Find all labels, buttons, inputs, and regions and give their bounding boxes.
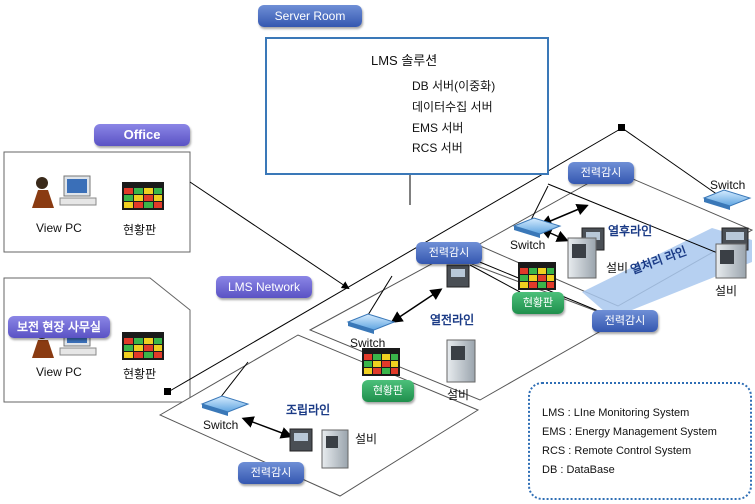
lms-solution-title: LMS 솔루션 [371,53,438,68]
post-heat-status-board-badge: 현황판 [512,292,564,314]
legend: LMS : LIne Monitoring System EMS : Energ… [528,382,752,500]
server-label-ems: EMS 서버 [412,121,464,135]
legend-item-lms: LMS : LIne Monitoring System [542,407,690,419]
server-room-title: Server Room [258,5,362,27]
post-heat-equipment-label: 설비 [606,261,629,275]
machine-pre-heat-icon [446,339,476,383]
arrow-pre-heat [390,288,443,323]
arrow-post-heat-eq [539,227,569,242]
pre-heat-power-monitor-badge: 전력감시 [416,242,482,264]
branch-assembly [219,361,249,399]
switch-assembly-icon [200,395,250,416]
assembly-equipment-label: 설비 [355,432,378,446]
post-heat-status-board-icon [518,262,556,290]
office-status-board-icon [122,182,164,210]
arrow-assembly [241,416,293,439]
post-heat-power-monitor-badge: 전력감시 [568,162,634,184]
machine-heat-treat-icon [715,243,747,279]
switch-heat-treat-icon [702,189,752,210]
site-view-pc-label: View PC [36,365,82,379]
office-pc-icon [59,175,97,206]
site-status-board-icon [122,332,164,360]
office-link [189,181,350,290]
post-heat-switch-label: Switch [510,238,546,252]
assembly-power-monitor-badge: 전력감시 [238,462,304,484]
machine-assembly-icon [321,429,349,469]
office-zone [3,151,191,253]
pre-heat-switch-label: Switch [350,336,386,350]
switch-post-heat-icon [512,217,562,238]
arrow-post-heat [539,203,589,227]
backbone-end-right [618,124,625,131]
heat-treat-band [582,228,752,318]
legend-item-rcs: RCS : Remote Control System [542,445,692,457]
office-person-icon [32,177,54,208]
site-office-zone [3,277,191,403]
branch-to-heat-switch [621,127,719,196]
office-title: Office [94,124,190,146]
heat-treat-power-monitor-badge: 전력감시 [592,310,658,332]
assembly-switch-label: Switch [203,418,239,432]
office-view-pc-label: View PC [36,221,82,235]
server-room-box [265,37,549,175]
pre-heat-status-board-badge: 현황판 [362,380,414,402]
site-status-board-label: 현황판 [123,367,157,381]
post-heat-line-name: 열후라인 [608,224,653,238]
legend-item-db: DB : DataBase [542,464,615,476]
lms-network-title: LMS Network [216,276,312,298]
assembly-line-name: 조립라인 [286,403,331,417]
pre-heat-equipment-label: 설비 [447,388,470,402]
machine-post-heat-icon [567,237,597,279]
branch-pre-heat [367,275,393,316]
heat-treat-equipment-label: 설비 [715,284,738,298]
office-status-board-label: 현황판 [123,223,157,237]
server-label-db: DB 서버(이중화) [412,79,496,93]
backbone-end-left [164,388,171,395]
heat-treat-switch-label: Switch [710,178,746,192]
switch-pre-heat-icon [346,313,396,334]
pre-heat-status-board-icon [362,348,400,376]
pre-heat-line-name: 열전라인 [430,313,475,327]
server-label-collect: 데이터수집 서버 [412,100,493,114]
legend-item-ems: EMS : Energy Management System [542,426,717,438]
site-office-title: 보전 현장 사무실 [8,316,110,338]
branch-post-heat [529,185,549,223]
server-label-rcs: RCS 서버 [412,141,463,155]
